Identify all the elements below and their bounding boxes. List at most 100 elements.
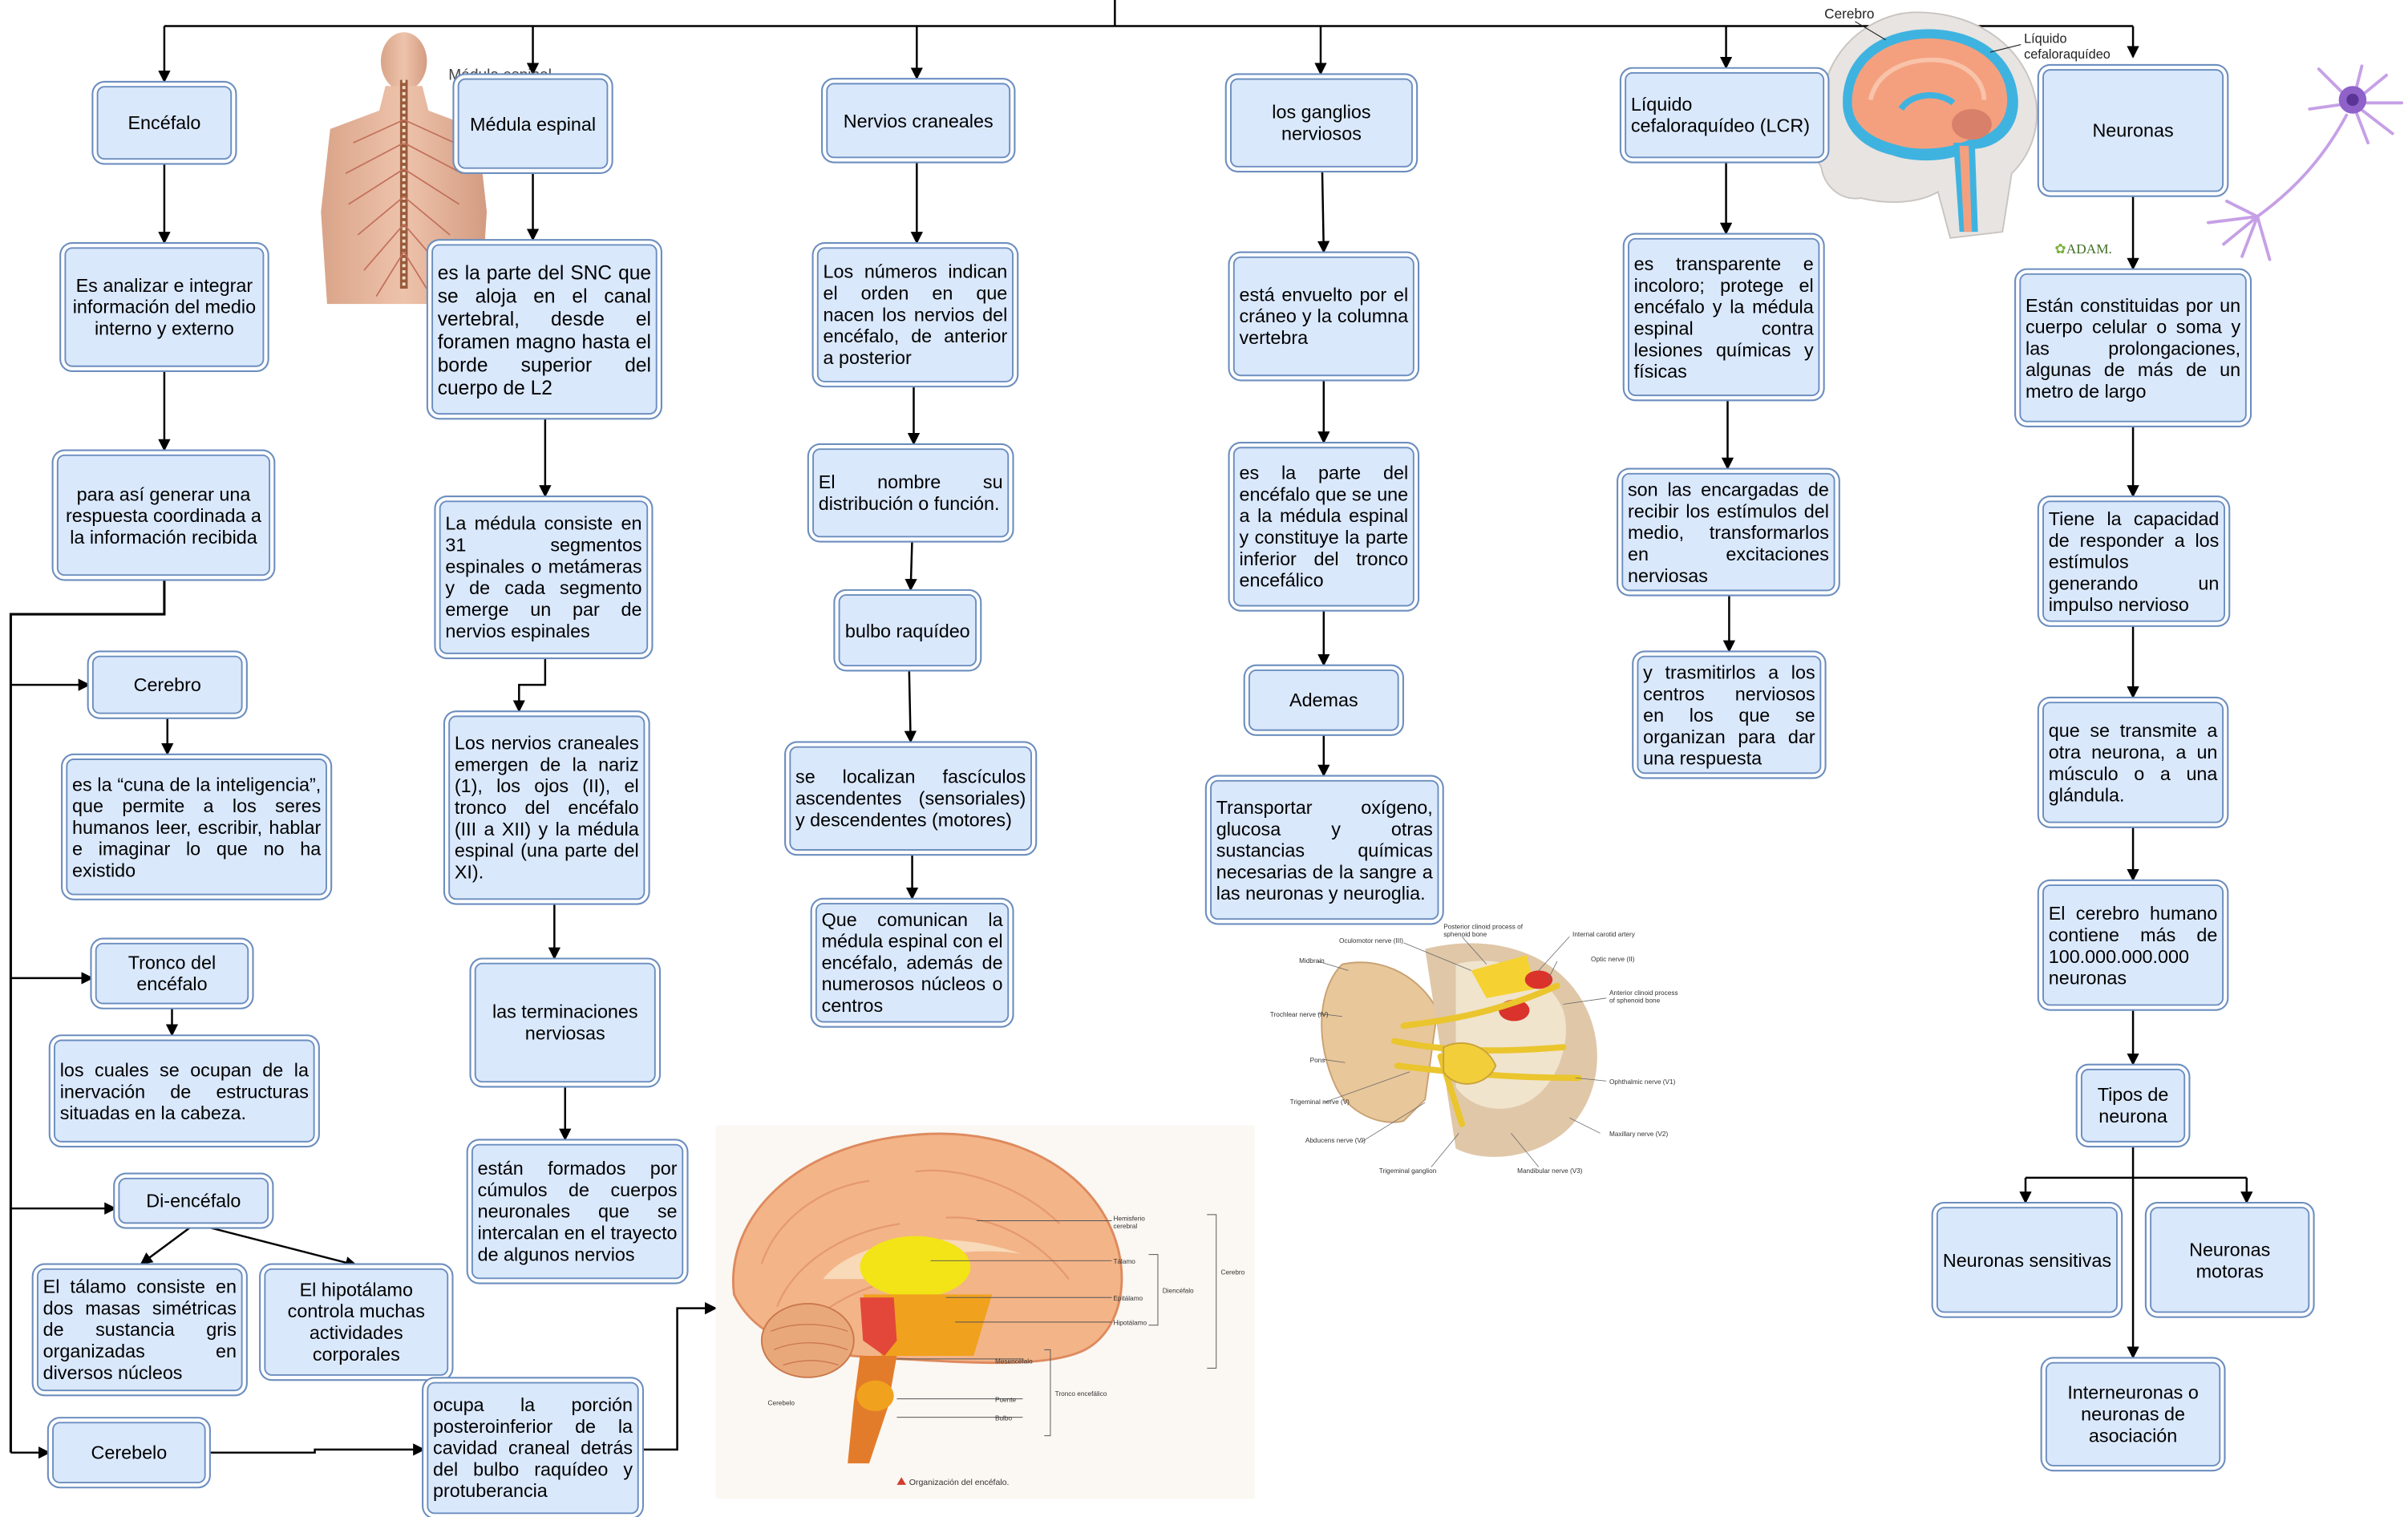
node-medula-seg-text: La médula consiste en 31 segmentos espin… xyxy=(445,512,642,642)
node-terminaciones-text: las terminaciones nerviosas xyxy=(492,1001,638,1045)
node-terminaciones[interactable]: las terminaciones nerviosas xyxy=(474,962,656,1083)
node-encefalo[interactable]: Encéfalo xyxy=(96,86,233,160)
node-formados[interactable]: están formados por cúmulos de cuerpos ne… xyxy=(471,1143,684,1280)
node-transmite[interactable]: que se transmite a otra neurona, a un mú… xyxy=(2042,702,2224,823)
ganglia-label-oculomotor: Oculomotor nerve (III) xyxy=(1338,936,1404,945)
node-medula[interactable]: Médula espinal xyxy=(457,78,609,169)
node-transportar[interactable]: Transportar oxígeno, glucosa y otras sus… xyxy=(1210,779,1439,920)
node-cerebro-desc-text: es la “cuna de la inteligencia”, que per… xyxy=(72,773,322,881)
node-constituidas[interactable]: Están constituidas por un cuerpo celular… xyxy=(2019,273,2247,423)
ganglia-label-posterior: Posterior clinoid process of sphenoid bo… xyxy=(1443,922,1524,939)
node-envuelto[interactable]: está envuelto por el cráneo y la columna… xyxy=(1232,256,1414,377)
node-encefalo-text: Encéfalo xyxy=(127,111,201,134)
node-transparente[interactable]: es transparente e incoloro; protege el e… xyxy=(1628,237,1820,397)
node-lcr[interactable]: Líquido cefaloraquídeo (LCR) xyxy=(1625,72,1825,159)
brain-label-bulbo: Bulbo xyxy=(994,1414,1013,1422)
brain-sagittal-illustration: Hemisferio cerebral Tálamo Epitálamo Hip… xyxy=(715,1125,1255,1499)
ganglia-label-carotid: Internal carotid artery xyxy=(1572,930,1635,939)
node-encefalo-def[interactable]: Es analizar e integrar información del m… xyxy=(64,247,265,367)
node-capacidad[interactable]: Tiene la capacidad de responder a los es… xyxy=(2042,500,2225,622)
node-neuronas-text: Neuronas xyxy=(2092,119,2174,142)
node-trasmitirlos-text: y trasmitirlos a los centros nerviosos e… xyxy=(1643,661,1815,769)
node-ganglios-text: los ganglios nerviosos xyxy=(1272,101,1371,145)
node-transmite-text: que se transmite a otra neurona, a un mú… xyxy=(2048,719,2218,806)
node-sensitivas[interactable]: Neuronas sensitivas xyxy=(1936,1207,2118,1313)
brain-label-diencefalo: Diencéfalo xyxy=(1162,1286,1194,1295)
node-parte-encefalo[interactable]: es la parte del encéfalo que se une a la… xyxy=(1232,447,1414,607)
node-hipotalamo-text: El hipotálamo controla muchas actividade… xyxy=(287,1279,425,1365)
node-ganglios[interactable]: los ganglios nerviosos xyxy=(1229,78,1413,168)
node-tronco[interactable]: Tronco del encéfalo xyxy=(95,942,249,1005)
node-bulbo[interactable]: bulbo raquídeo xyxy=(838,594,977,667)
ganglia-label-ganglion: Trigeminal ganglion xyxy=(1378,1167,1437,1175)
head-label-cerebro: Cerebro xyxy=(1824,6,1875,22)
node-medula-text: Médula espinal xyxy=(470,112,597,135)
ganglia-label-trochlear: Trochlear nerve (IV) xyxy=(1269,1010,1329,1018)
ganglia-label-trigeminal: Trigeminal nerve (V) xyxy=(1289,1098,1350,1106)
node-cerebelo-text: Cerebelo xyxy=(91,1442,168,1464)
node-cerebro-text: Cerebro xyxy=(133,674,201,696)
node-tipos[interactable]: Tipos de neurona xyxy=(2080,1068,2186,1143)
ganglia-label-pons: Pons xyxy=(1309,1056,1325,1065)
node-numeros[interactable]: Los números indican el orden en que nace… xyxy=(816,247,1014,382)
brain-label-puente: Puente xyxy=(994,1395,1017,1404)
head-csf-illustration xyxy=(1815,11,2038,239)
node-medula-def-text: es la parte del SNC que se aloja en el c… xyxy=(437,260,652,398)
node-cerebro-desc[interactable]: es la “cuna de la inteligencia”, que per… xyxy=(66,758,327,896)
node-diencefalo[interactable]: Di-encéfalo xyxy=(118,1177,269,1224)
node-contiene-text: El cerebro humano contiene más de 100.00… xyxy=(2048,902,2218,989)
node-hipotalamo[interactable]: El hipotálamo controla muchas actividade… xyxy=(264,1268,449,1376)
brain-label-talamo: Tálamo xyxy=(1113,1257,1135,1266)
ganglia-label-mandibular: Mandibular nerve (V3) xyxy=(1517,1167,1583,1175)
node-transportar-text: Transportar oxígeno, glucosa y otras sus… xyxy=(1216,795,1433,904)
node-diencefalo-text: Di-encéfalo xyxy=(146,1190,241,1212)
node-nervios-craneales-text: Nervios craneales xyxy=(843,109,994,131)
node-comunican-text: Que comunican la médula espinal con el e… xyxy=(821,908,1003,1017)
node-medula-def[interactable]: es la parte del SNC que se aloja en el c… xyxy=(431,244,658,415)
brain-label-hemisferio: Hemisferio cerebral xyxy=(1113,1214,1145,1230)
ganglia-label-maxillary: Maxillary nerve (V2) xyxy=(1609,1130,1669,1139)
node-motoras[interactable]: Neuronas motoras xyxy=(2150,1207,2310,1313)
node-nervios-craneales[interactable]: Nervios craneales xyxy=(826,83,1011,159)
node-sensitivas-text: Neuronas sensitivas xyxy=(1942,1248,2112,1271)
node-encargadas[interactable]: son las encargadas de recibir los estímu… xyxy=(1621,472,1835,592)
cranial-nerves-illustration: Oculomotor nerve (III) Posterior clinoid… xyxy=(1256,918,1679,1183)
node-encargadas-text: son las encargadas de recibir los estímu… xyxy=(1628,478,1829,586)
node-trasmitirlos[interactable]: y trasmitirlos a los centros nerviosos e… xyxy=(1637,655,1822,775)
node-medula-seg[interactable]: La médula consiste en 31 segmentos espin… xyxy=(439,500,649,654)
node-encefalo-def-text: Es analizar e integrar información del m… xyxy=(72,274,257,340)
node-tipos-text: Tipos de neurona xyxy=(2097,1084,2169,1127)
node-comunican[interactable]: Que comunican la médula espinal con el e… xyxy=(815,903,1010,1023)
node-encefalo-resp[interactable]: para así generar una respuesta coordinad… xyxy=(56,454,271,576)
node-cerebelo[interactable]: Cerebelo xyxy=(52,1422,206,1483)
ganglia-label-anterior: Anterior clinoid process of sphenoid bon… xyxy=(1609,989,1678,1005)
node-numeros-text: Los números indican el orden en que nace… xyxy=(823,261,1008,369)
node-formados-text: están formados por cúmulos de cuerpos ne… xyxy=(477,1157,678,1266)
node-cerebelo-desc[interactable]: ocupa la porción posteroinferior de la c… xyxy=(427,1381,639,1515)
node-neuronas[interactable]: Neuronas xyxy=(2042,69,2224,192)
ganglia-label-ophthalmic: Ophthalmic nerve (V1) xyxy=(1609,1078,1676,1086)
head-label-liquido: Líquido cefaloraquídeo xyxy=(2024,30,2111,61)
node-nervios-emergen-text: Los nervios craneales emergen de la nari… xyxy=(454,732,639,884)
ganglia-label-optic: Optic nerve (II) xyxy=(1591,955,1635,963)
node-tronco-desc-text: los cuales se ocupan de la inervación de… xyxy=(59,1058,309,1123)
node-cerebro[interactable]: Cerebro xyxy=(91,655,243,714)
node-nombre[interactable]: El nombre su distribución o función. xyxy=(812,448,1010,538)
node-lcr-text: Líquido cefaloraquídeo (LCR) xyxy=(1630,93,1811,137)
node-fasciculos[interactable]: se localizan fascículos ascendentes (sen… xyxy=(789,746,1032,851)
node-ademas[interactable]: Ademas xyxy=(1248,669,1399,731)
ganglia-label-abducens: Abducens nerve (VI) xyxy=(1305,1136,1366,1144)
node-motoras-text: Neuronas motoras xyxy=(2189,1238,2271,1282)
node-interneuronas[interactable]: Interneuronas o neuronas de asociación xyxy=(2045,1361,2221,1466)
node-tronco-desc[interactable]: los cuales se ocupan de la inervación de… xyxy=(54,1039,315,1143)
node-fasciculos-text: se localizan fascículos ascendentes (sen… xyxy=(795,766,1026,831)
node-cerebelo-desc-text: ocupa la porción posteroinferior de la c… xyxy=(433,1394,633,1502)
node-contiene[interactable]: El cerebro humano contiene más de 100.00… xyxy=(2042,884,2224,1006)
brain-caption: Organización del encéfalo. xyxy=(909,1479,1010,1488)
brain-label-cerebelo: Cerebelo xyxy=(767,1398,795,1407)
node-talamo[interactable]: El tálamo consiste en dos masas simétric… xyxy=(36,1268,243,1392)
node-nervios-emergen[interactable]: Los nervios craneales emergen de la nari… xyxy=(448,715,646,900)
node-encefalo-resp-text: para así generar una respuesta coordinad… xyxy=(65,483,261,548)
node-talamo-text: El tálamo consiste en dos masas simétric… xyxy=(42,1276,237,1384)
